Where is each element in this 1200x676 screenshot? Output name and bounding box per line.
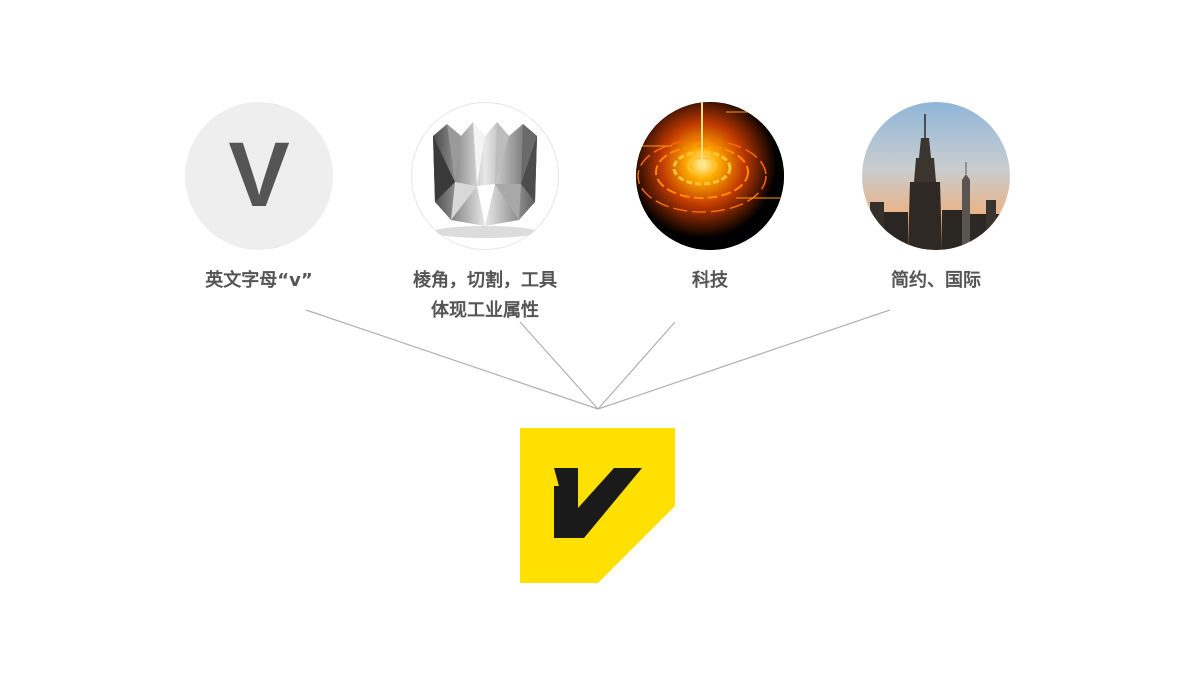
concept-label-letter-v: 英文字母“v”: [205, 270, 313, 291]
concept-label-angular: 棱角，切割，工具 体现工业属性: [385, 266, 585, 326]
connector-line-2: [519, 321, 599, 410]
connector-line-3: [597, 321, 676, 410]
logo-v-mark: [554, 468, 642, 538]
letter-v-icon: V: [228, 124, 289, 226]
letter-v-circle: V: [185, 102, 333, 250]
concept-label-technology: 科技: [692, 270, 728, 291]
brand-logo: [520, 428, 675, 583]
concept-label-angular-line1: 棱角，切割，工具: [413, 270, 557, 291]
connector-line-4: [597, 309, 891, 410]
faceted-vase-image: [411, 102, 559, 250]
concept-label-angular-line2: 体现工业属性: [431, 300, 539, 321]
tech-hud-image: [636, 102, 784, 250]
skyscraper-image: [862, 102, 1010, 250]
connector-line-1: [305, 309, 599, 410]
concept-label-simple-international: 简约、国际: [891, 270, 981, 291]
